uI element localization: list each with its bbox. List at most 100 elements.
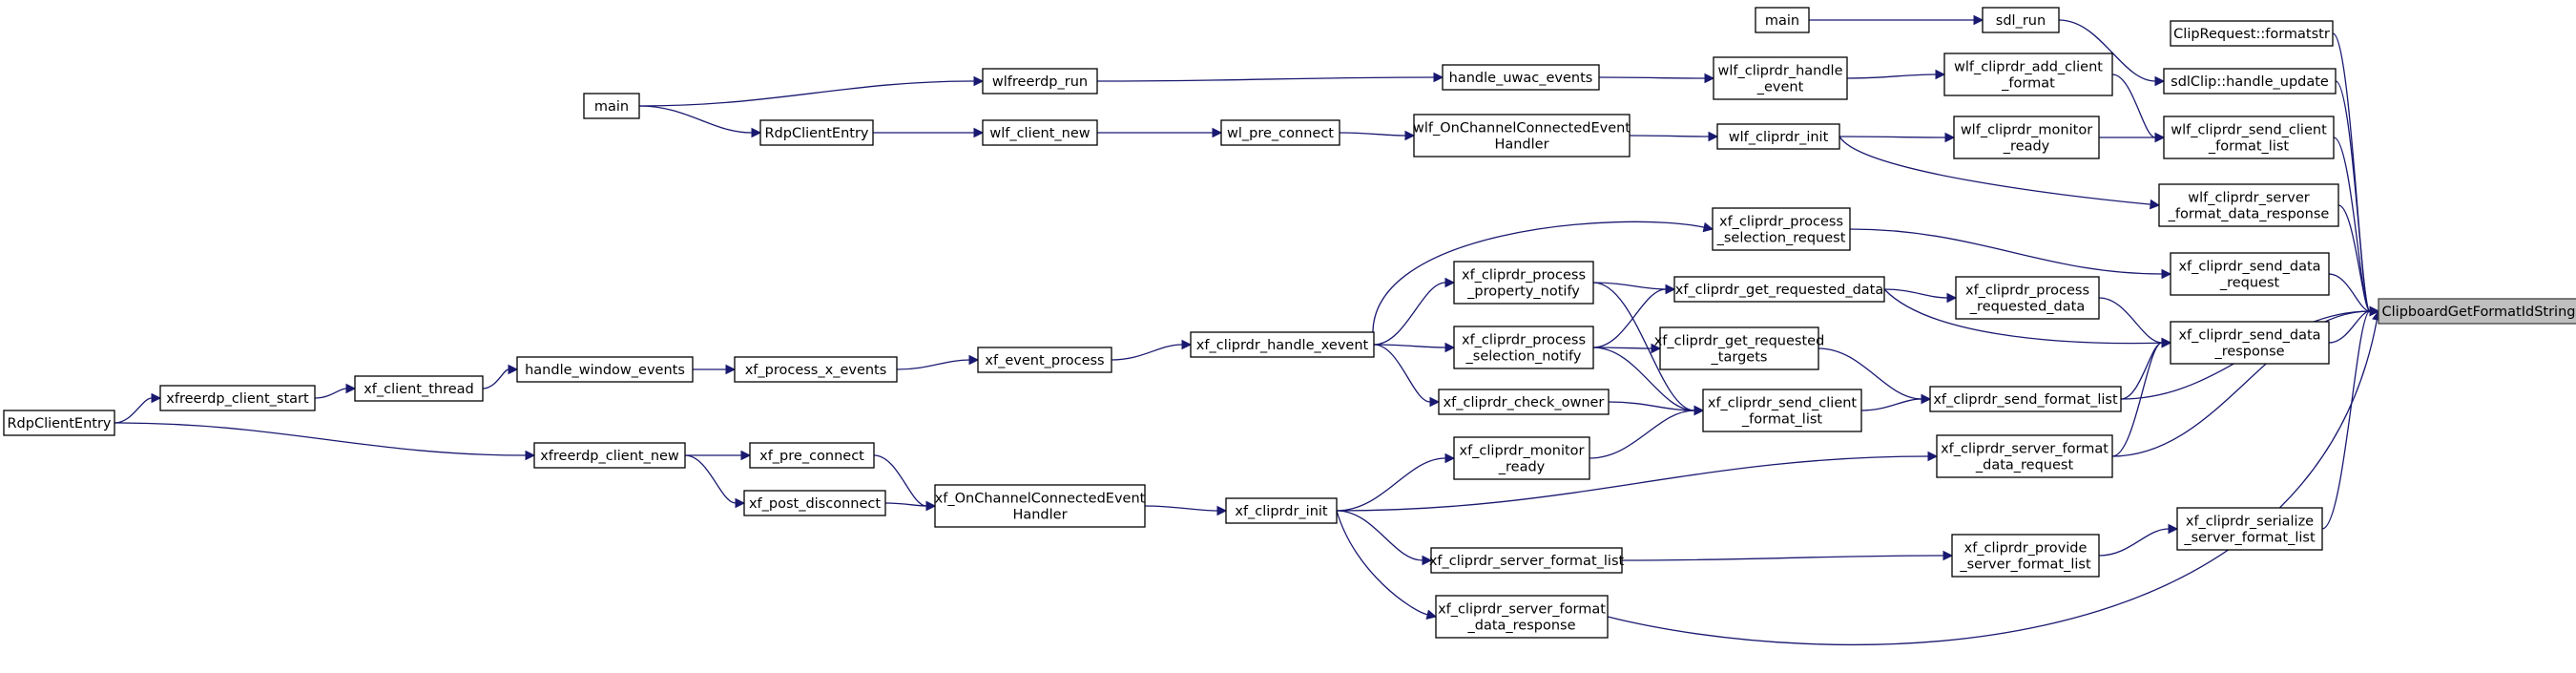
node-xf_get_requested_data[interactable]: xf_cliprdr_get_requested_data — [1673, 276, 1885, 303]
edge-line — [1849, 228, 2163, 275]
edge-wl_pre_connect-to-wlf_onchannel — [1339, 130, 1416, 141]
edge-arrowhead — [1429, 396, 1441, 408]
node-label: wlfreerdp_run — [992, 74, 1088, 90]
node-xf_process_selection_request[interactable]: xf_cliprdr_process_selection_request — [1712, 207, 1851, 251]
edge-line — [1818, 347, 1922, 400]
node-label: _format — [2001, 76, 2055, 92]
node-xf_server_format_data_request[interactable]: xf_cliprdr_server_format_data_request — [1936, 434, 2113, 478]
node-xf_server_format_data_response[interactable]: xf_cliprdr_server_format_data_response — [1435, 595, 1609, 639]
edge-arrowhead — [2161, 268, 2172, 280]
node-box — [749, 442, 875, 469]
node-handle_uwac_events[interactable]: handle_uwac_events — [1442, 64, 1600, 91]
edge-arrowhead — [1973, 14, 1984, 26]
edge-xf_send_client_format_list-to-xf_send_format_list — [1860, 393, 1932, 411]
node-wlf_add_client_format[interactable]: wlf_cliprdr_add_client_format — [1943, 53, 2113, 96]
edge-xfreerdp_client_new-to-xf_post_disconnect — [684, 454, 746, 509]
node-handle_window_events[interactable]: handle_window_events — [516, 356, 694, 383]
node-xf_server_format_list[interactable]: xf_cliprdr_server_format_list — [1429, 547, 1625, 574]
node-xf_process_x_events[interactable]: xf_process_x_events — [734, 356, 898, 383]
node-wlf_client_new[interactable]: wlf_client_new — [982, 119, 1098, 146]
node-label: wl_pre_connect — [1227, 126, 1334, 141]
edge-arrowhead — [1444, 277, 1456, 288]
edge-arrowhead — [1181, 339, 1193, 350]
node-label: handle_window_events — [525, 363, 685, 378]
edge-handle_window_events-to-xf_process_x_events — [692, 364, 737, 375]
node-label: wlf_cliprdr_monitor — [1961, 123, 2092, 138]
node-xf_get_requested_targets[interactable]: xf_cliprdr_get_requested_targets — [1654, 326, 1825, 370]
edge-line — [638, 105, 753, 134]
node-wlf_handle_event[interactable]: wlf_cliprdr_handle_event — [1713, 56, 1848, 100]
edge-wlf_monitor_ready-to-wlf_send_client_format_list — [2099, 132, 2166, 143]
node-box — [1936, 434, 2113, 478]
node-xf_send_format_list[interactable]: xf_cliprdr_send_format_list — [1929, 386, 2122, 412]
node-clipreq_formatstr[interactable]: ClipRequest::formatstr — [2170, 20, 2334, 47]
node-rdpclient_xf[interactable]: RdpClientEntry — [3, 410, 115, 436]
node-rdpclient_wl[interactable]: RdpClientEntry — [759, 119, 874, 146]
node-main_top[interactable]: main — [1755, 7, 1810, 33]
node-xf_process_property_notify[interactable]: xf_cliprdr_process_property_notify — [1453, 261, 1594, 305]
node-xf_send_data_request[interactable]: xf_cliprdr_send_data_request — [2170, 252, 2330, 296]
node-box — [1659, 326, 1819, 370]
node-xfreerdp_client_start[interactable]: xfreerdp_client_start — [159, 385, 316, 411]
node-xfreerdp_client_new[interactable]: xfreerdp_client_new — [533, 442, 686, 469]
edge-xf_process_selection_request-to-xf_send_data_request — [1849, 228, 2172, 280]
edge-arrowhead — [1944, 132, 1956, 143]
edge-line — [1144, 505, 1218, 512]
edge-xf_get_requested_data-to-xf_process_requested_data — [1883, 288, 1958, 304]
edge-arrowhead — [1921, 393, 1932, 405]
node-box — [1982, 7, 2060, 33]
edge-arrowhead — [1693, 405, 1705, 416]
node-wlf_cliprdr_init[interactable]: wlf_cliprdr_init — [1716, 123, 1840, 150]
node-box — [977, 347, 1112, 373]
node-xf_send_data_response[interactable]: xf_cliprdr_send_data_response — [2170, 321, 2330, 365]
node-xf_serialize_server_format_list[interactable]: xf_cliprdr_serialize_server_format_list — [2176, 507, 2323, 551]
node-xf_client_thread[interactable]: xf_client_thread — [354, 375, 484, 402]
node-box — [1716, 123, 1840, 150]
edge-line — [884, 502, 927, 507]
node-label: xf_OnChannelConnectedEvent — [935, 492, 1146, 507]
node-sdl_run[interactable]: sdl_run — [1982, 7, 2060, 33]
node-sdlclip_handle_update[interactable]: sdlClip::handle_update — [2163, 68, 2337, 95]
edge-line — [896, 359, 970, 370]
node-xf_handle_xevent[interactable]: xf_cliprdr_handle_xevent — [1190, 331, 1375, 358]
node-xf_check_owner[interactable]: xf_cliprdr_check_owner — [1438, 389, 1610, 415]
edge-xf_process_x_events-to-xf_event_process — [896, 354, 980, 370]
node-wlf_send_client_format_list[interactable]: wlf_cliprdr_send_client_format_list — [2163, 116, 2335, 159]
node-xf_cliprdr_init[interactable]: xf_cliprdr_init — [1225, 497, 1338, 524]
node-wl_pre_connect[interactable]: wl_pre_connect — [1220, 119, 1340, 146]
node-xf_monitor_ready[interactable]: xf_cliprdr_monitor_ready — [1453, 436, 1590, 480]
node-xf_process_selection_notify[interactable]: xf_cliprdr_process_selection_notify — [1453, 326, 1594, 369]
node-xf_post_disconnect[interactable]: xf_post_disconnect — [743, 490, 886, 516]
node-label: main — [594, 99, 629, 115]
node-box — [2170, 252, 2330, 296]
node-xf_provide_server_format_list[interactable]: xf_cliprdr_provide_server_format_list — [1951, 534, 2100, 578]
node-main_wl[interactable]: main — [583, 93, 640, 119]
edge-xf_serialize_server_format_list-to-root — [2321, 305, 2380, 530]
node-wlfreerdp_run[interactable]: wlfreerdp_run — [982, 68, 1098, 95]
edge-line — [1629, 135, 1710, 137]
node-xf_send_client_format_list[interactable]: xf_cliprdr_send_client_format_list — [1702, 389, 1862, 432]
node-xf_event_process[interactable]: xf_event_process — [977, 347, 1112, 373]
node-box — [1453, 326, 1594, 369]
node-wlf_server_format_data_response[interactable]: wlf_cliprdr_server_format_data_response — [2158, 183, 2339, 227]
edge-line — [1373, 282, 1446, 346]
edge-line — [1607, 319, 2378, 646]
node-label: xf_cliprdr_serialize — [2186, 515, 2314, 530]
node-layer: ClipboardGetFormatIdStringClipRequest::f… — [3, 7, 2576, 639]
node-label: RdpClientEntry — [764, 126, 868, 141]
node-label: xf_cliprdr_send_data — [2178, 328, 2320, 344]
edge-line — [1592, 282, 1695, 411]
edge-line — [873, 454, 927, 507]
node-xf_process_requested_data[interactable]: xf_cliprdr_process_requested_data — [1955, 276, 2100, 320]
node-xf_pre_connect[interactable]: xf_pre_connect — [749, 442, 875, 469]
edge-arrowhead — [1216, 505, 1228, 516]
edge-arrowhead — [1651, 343, 1662, 354]
edge-line — [2321, 310, 2371, 530]
edge-line — [1883, 288, 2163, 345]
node-label: _selection_request — [1716, 231, 1846, 246]
node-wlf_monitor_ready[interactable]: wlf_cliprdr_monitor_ready — [1953, 116, 2100, 159]
node-box — [1712, 207, 1851, 251]
node-label: xf_cliprdr_process — [1719, 215, 1843, 230]
